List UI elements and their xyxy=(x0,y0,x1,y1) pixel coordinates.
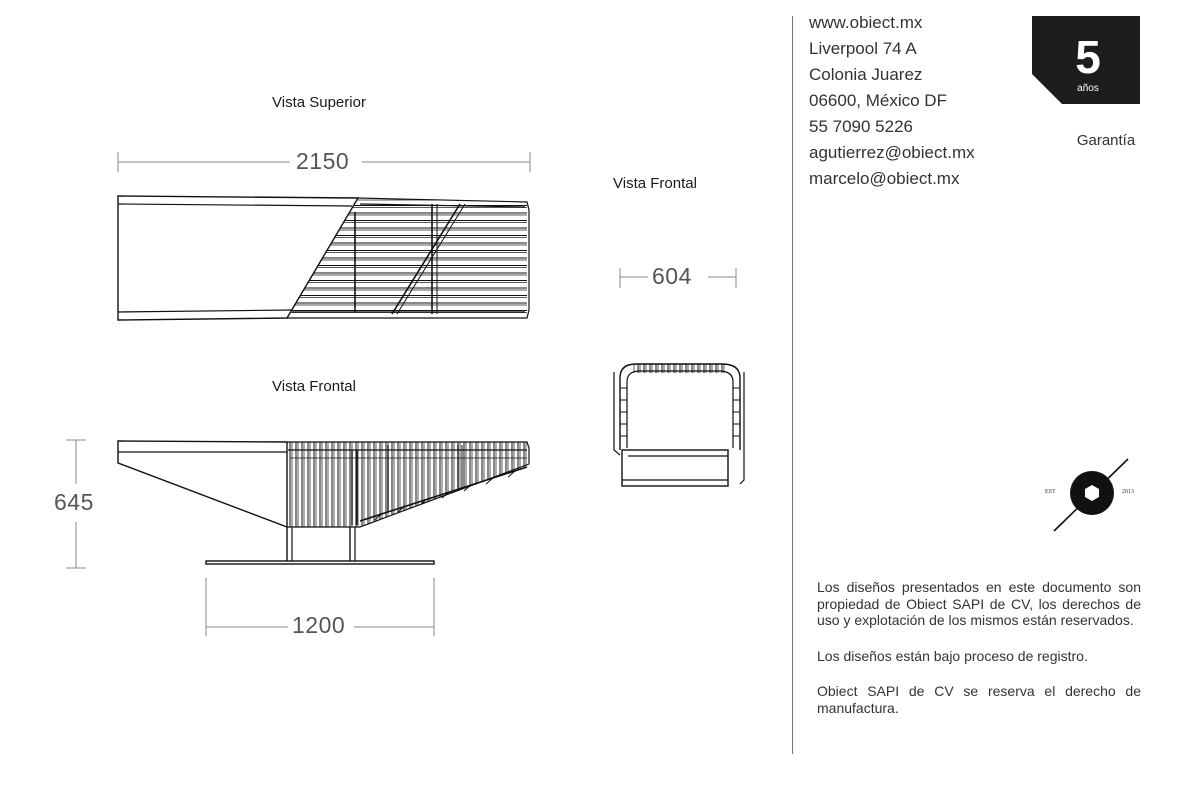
contact-email-agutierrez[interactable]: agutierrez@obiect.mx xyxy=(809,143,975,162)
contact-street: Liverpool 74 A xyxy=(809,39,917,58)
logo-est: EST xyxy=(1045,489,1056,495)
logo-year: 2013 xyxy=(1122,489,1134,495)
contact-neighborhood: Colonia Juarez xyxy=(809,65,923,84)
dimension-base: 1200 xyxy=(288,612,350,639)
warranty-number: 5 xyxy=(1075,31,1101,83)
legal-manufacturing: Obiect SAPI de CV se reserva el derecho … xyxy=(817,683,1141,716)
contact-email-marcelo[interactable]: marcelo@obiect.mx xyxy=(809,169,960,188)
brand-logo: EST 2013 xyxy=(1040,455,1144,535)
legal-ownership: Los diseños presentados en este document… xyxy=(817,579,1141,628)
warranty-label: Garantía xyxy=(1076,132,1136,149)
brand-logo-mark xyxy=(1053,458,1129,532)
dimension-width: 604 xyxy=(648,263,696,290)
top-view-drawing xyxy=(117,152,531,321)
contact-phone: 55 7090 5226 xyxy=(809,117,913,136)
top-view-title: Vista Superior xyxy=(272,94,366,111)
warranty-badge: 5 años xyxy=(1032,16,1140,104)
front-view-drawing xyxy=(613,268,745,487)
warranty-badge-shape xyxy=(1032,16,1140,104)
contact-block: www.obiect.mx Liverpool 74 A Colonia Jua… xyxy=(809,10,975,192)
dimension-height: 645 xyxy=(50,489,98,516)
side-view-drawing xyxy=(66,439,530,636)
technical-drawing xyxy=(66,152,745,636)
column-divider xyxy=(792,16,793,754)
front-view-title: Vista Frontal xyxy=(613,175,697,192)
legal-notice: Los diseños presentados en este document… xyxy=(817,579,1141,735)
contact-website[interactable]: www.obiect.mx xyxy=(809,13,923,32)
side-view-title: Vista Frontal xyxy=(272,378,356,395)
contact-city: 06600, México DF xyxy=(809,91,947,110)
legal-registration: Los diseños están bajo proceso de regist… xyxy=(817,647,1088,664)
dimension-length: 2150 xyxy=(292,148,354,175)
warranty-unit: años xyxy=(1077,83,1099,94)
